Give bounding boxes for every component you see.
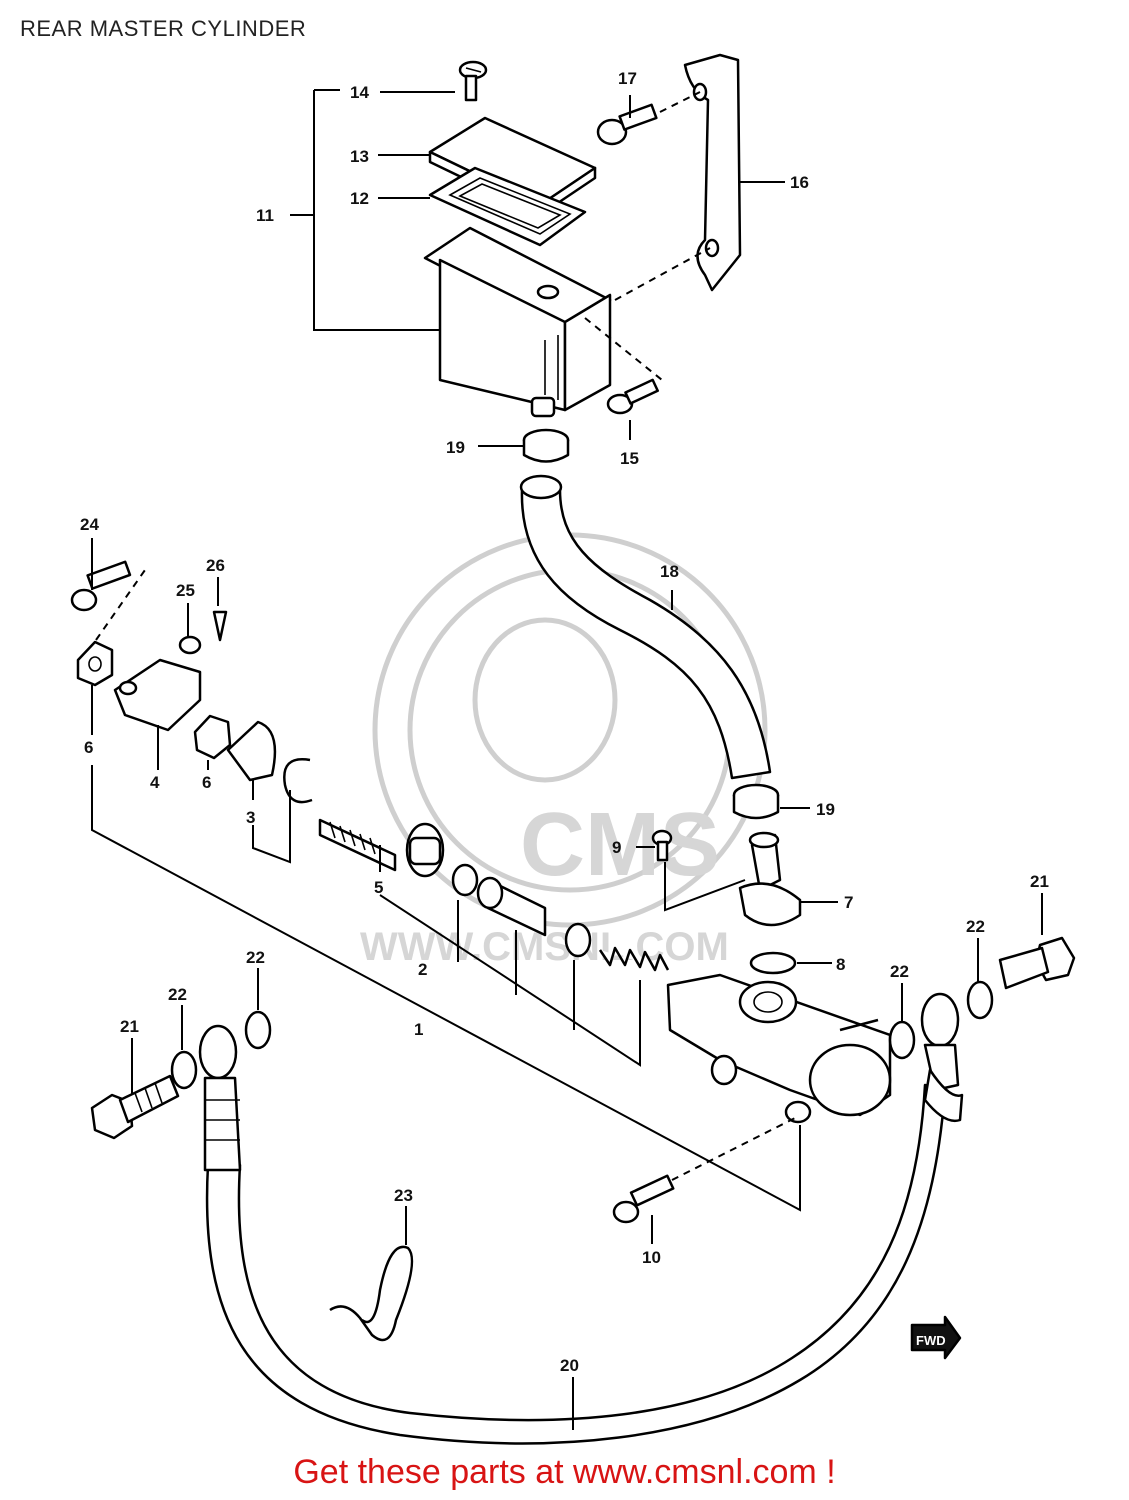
callout-1: 1	[414, 1020, 423, 1039]
callout-4: 4	[150, 773, 160, 792]
reservoir-body	[423, 226, 612, 418]
reservoir-hose	[520, 488, 772, 780]
washer-22-left-inner	[170, 1050, 198, 1090]
callout-25: 25	[176, 581, 195, 600]
callout-13: 13	[350, 147, 369, 166]
primary-cup	[564, 922, 592, 958]
union-bolt-left	[90, 1074, 180, 1140]
nut-6-middle	[193, 714, 232, 760]
o-ring	[749, 951, 797, 975]
inlet-fitting	[738, 831, 802, 927]
push-rod	[318, 818, 445, 878]
hose-clip	[329, 1245, 414, 1342]
callout-7: 7	[844, 893, 853, 912]
hose-clamp-upper	[522, 428, 570, 463]
callout-18: 18	[660, 562, 679, 581]
hose-clamp-lower	[732, 783, 780, 820]
callout-15: 15	[620, 449, 639, 468]
callout-19-lower: 19	[816, 800, 835, 819]
mounting-bracket	[683, 53, 742, 292]
callout-20: 20	[560, 1356, 579, 1375]
cms-watermark-logo: CMS WWW.CMSNL.COM	[360, 532, 768, 969]
callout-17: 17	[618, 69, 637, 88]
banjo-fitting-left	[198, 1024, 242, 1172]
piston	[476, 876, 547, 937]
screw-14	[458, 60, 488, 102]
callout-26: 26	[206, 556, 225, 575]
washer-25	[178, 635, 202, 655]
banjo-fitting-right	[920, 992, 960, 1092]
forward-direction-badge: FWD	[910, 1315, 962, 1360]
callout-21-right: 21	[1030, 872, 1049, 891]
watermark-brand: CMS	[520, 795, 720, 895]
callout-19-upper: 19	[446, 438, 465, 457]
callout-22-right-inner: 22	[890, 962, 909, 981]
callout-12: 12	[350, 189, 369, 208]
callout-2: 2	[418, 960, 427, 979]
brake-hose	[205, 1083, 947, 1445]
leader-lines	[91, 89, 1043, 1430]
bolt-10	[612, 1174, 675, 1224]
callout-11: 11	[256, 206, 274, 225]
dust-boot	[226, 720, 277, 782]
washer-22-right-outer	[966, 980, 994, 1020]
callout-5: 5	[374, 878, 383, 897]
return-spring	[598, 946, 670, 972]
bolt-17	[596, 103, 658, 146]
callout-6-left: 6	[84, 738, 93, 757]
clevis	[113, 658, 202, 732]
callout-3: 3	[246, 808, 255, 827]
page-title: REAR MASTER CYLINDER	[20, 16, 307, 41]
master-cylinder-body	[666, 973, 892, 1124]
callout-9: 9	[612, 838, 621, 857]
fwd-label: FWD	[916, 1333, 946, 1348]
callout-14: 14	[350, 83, 369, 102]
callout-10: 10	[642, 1248, 661, 1267]
callout-21-left: 21	[120, 1017, 139, 1036]
callout-labels: 1 2 3 4 5 6 6 7 8 9 10 11 12 13 14 15 16…	[80, 69, 1049, 1375]
bolt-15	[606, 378, 659, 415]
washer-22-right-inner	[888, 1020, 916, 1060]
callout-6-middle: 6	[202, 773, 211, 792]
circlip	[283, 758, 313, 804]
reservoir-diaphragm	[428, 166, 587, 247]
callout-22-left-inner: 22	[168, 985, 187, 1004]
callout-22-left-outer: 22	[246, 948, 265, 967]
callout-16: 16	[790, 173, 809, 192]
washer-22-left-outer	[244, 1010, 272, 1050]
union-bolt-right	[998, 936, 1076, 990]
piston-ring	[451, 863, 479, 897]
clevis-pin	[70, 560, 132, 612]
screw-9	[651, 829, 673, 862]
callout-22-right-outer: 22	[966, 917, 985, 936]
callout-8: 8	[836, 955, 845, 974]
cotter-pin	[212, 610, 228, 642]
callout-23: 23	[394, 1186, 413, 1205]
footer-cta: Get these parts at www.cmsnl.com !	[293, 1453, 836, 1491]
callout-24: 24	[80, 515, 99, 534]
nut-6-left	[76, 640, 114, 687]
